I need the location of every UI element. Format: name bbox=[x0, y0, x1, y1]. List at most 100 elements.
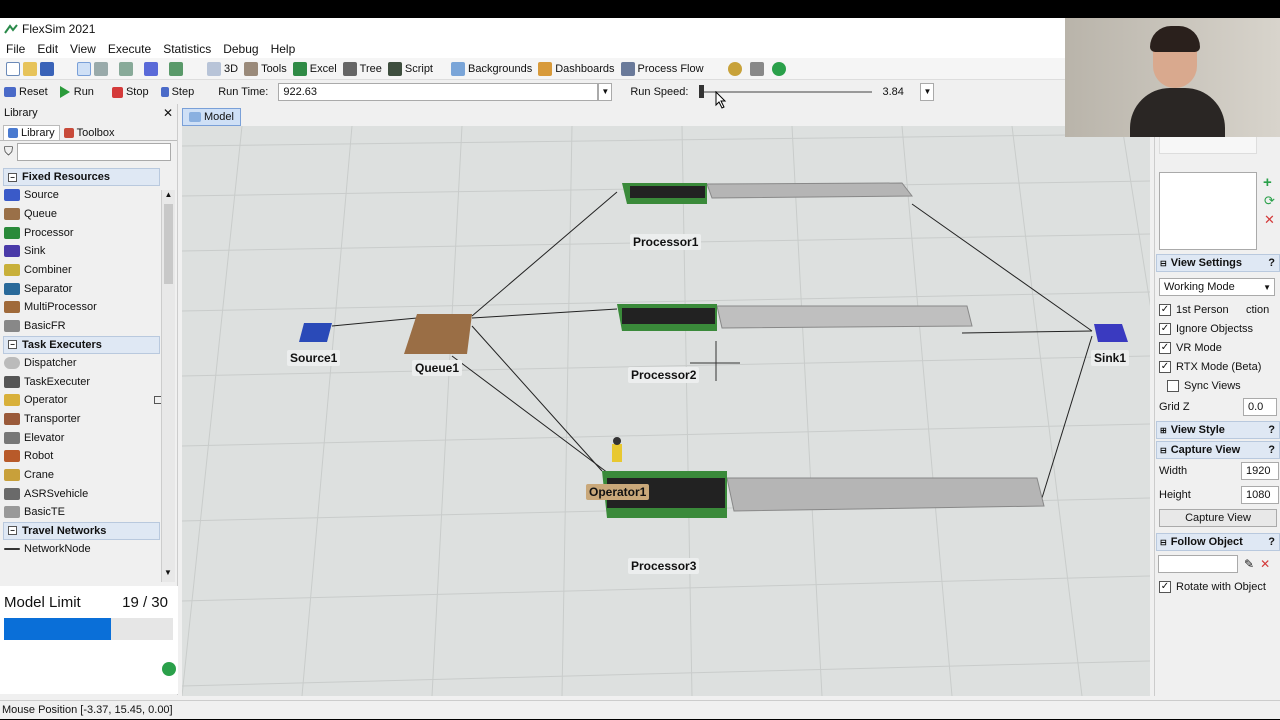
menu-statistics[interactable]: Statistics bbox=[163, 42, 212, 56]
library-item-dispatcher[interactable]: Dispatcher bbox=[0, 354, 178, 373]
color-icon[interactable] bbox=[144, 61, 158, 76]
clear-icon[interactable]: ✕ bbox=[1260, 557, 1271, 571]
working-mode-select[interactable]: Working Mode▼ bbox=[1159, 278, 1275, 296]
library-item-basicte[interactable]: BasicTE bbox=[0, 503, 178, 522]
library-item-networknode[interactable]: NetworkNode bbox=[0, 540, 178, 559]
toolbar-backgrounds[interactable]: Backgrounds bbox=[451, 61, 532, 76]
checkbox-vr-mode[interactable]: ✓VR Mode bbox=[1155, 338, 1280, 357]
model-3d-view[interactable]: Processor1 Source1 Queue1 Processor2 Sin… bbox=[182, 126, 1150, 696]
library-item-crane[interactable]: Crane bbox=[0, 466, 178, 485]
toolbar-script[interactable]: Script bbox=[387, 61, 433, 76]
menu-execute[interactable]: Execute bbox=[107, 42, 152, 56]
gear-icon[interactable] bbox=[727, 61, 742, 76]
label-processor3[interactable]: Processor3 bbox=[628, 558, 700, 574]
library-item-transporter[interactable]: Transporter bbox=[0, 410, 178, 429]
checkbox-box[interactable]: ✓ bbox=[1159, 303, 1171, 316]
section-view-settings[interactable]: ⊟View Settings? bbox=[1156, 254, 1280, 272]
connect-icon[interactable] bbox=[94, 61, 108, 76]
category-fixed-resources[interactable]: −Fixed Resources bbox=[3, 168, 160, 186]
follow-object-input[interactable] bbox=[1158, 555, 1238, 573]
toolbar-process-flow[interactable]: Process Flow bbox=[620, 61, 704, 76]
category-travel-networks[interactable]: −Travel Networks bbox=[3, 521, 160, 540]
label-processor2[interactable]: Processor2 bbox=[628, 367, 700, 383]
run-speed-slider[interactable] bbox=[699, 83, 880, 101]
library-item-basicfr[interactable]: BasicFR bbox=[0, 317, 178, 336]
tab-model[interactable]: Model bbox=[182, 108, 241, 126]
views-list[interactable] bbox=[1159, 172, 1257, 250]
library-item-taskexecuter[interactable]: TaskExecuter bbox=[0, 372, 178, 391]
section-capture-view[interactable]: ⊟Capture View? bbox=[1156, 441, 1280, 459]
library-item-separator[interactable]: Separator bbox=[0, 279, 178, 298]
menu-file[interactable]: File bbox=[6, 42, 26, 56]
toolbar-dashboards[interactable]: Dashboards bbox=[538, 61, 615, 76]
width-input[interactable]: 1920 bbox=[1241, 462, 1279, 480]
menu-edit[interactable]: Edit bbox=[37, 42, 59, 56]
tab-library[interactable]: Library bbox=[3, 125, 60, 140]
library-item-robot[interactable]: Robot bbox=[0, 447, 178, 466]
scroll-down-icon[interactable]: ▼ bbox=[164, 568, 172, 577]
label-queue1[interactable]: Queue1 bbox=[412, 360, 463, 376]
checkbox-rotate-with-object[interactable]: ✓Rotate with Object bbox=[1155, 577, 1280, 596]
label-operator1[interactable]: Operator1 bbox=[586, 484, 650, 500]
menu-debug[interactable]: Debug bbox=[223, 42, 259, 56]
checkbox-box[interactable]: ✓ bbox=[1159, 341, 1171, 354]
eyedropper-icon[interactable]: ✎ bbox=[1244, 557, 1255, 571]
reset-button[interactable]: Reset bbox=[4, 86, 48, 98]
library-item-multiprocessor[interactable]: MultiProcessor bbox=[0, 298, 178, 317]
close-icon[interactable]: ✕ bbox=[162, 106, 173, 120]
section-follow-object[interactable]: ⊟Follow Object? bbox=[1156, 533, 1280, 551]
checkbox-box[interactable]: ✓ bbox=[1159, 322, 1171, 335]
save-icon[interactable] bbox=[40, 61, 54, 76]
toolbar-tools[interactable]: Tools bbox=[244, 61, 287, 76]
help-icon[interactable]: ? bbox=[1268, 444, 1275, 456]
open-folder-icon[interactable] bbox=[23, 61, 37, 76]
library-item-sink[interactable]: Sink bbox=[0, 242, 178, 261]
checkbox-rtx-mode[interactable]: ✓RTX Mode (Beta) bbox=[1155, 357, 1280, 376]
run-button[interactable]: Run bbox=[59, 86, 94, 98]
checkbox-box[interactable] bbox=[1167, 379, 1179, 392]
library-item-processor[interactable]: Processor bbox=[0, 223, 178, 242]
category-task-executers[interactable]: −Task Executers bbox=[3, 335, 160, 354]
slider-thumb[interactable] bbox=[699, 85, 705, 98]
checkbox-sync-views[interactable]: Sync Views bbox=[1155, 376, 1280, 395]
capture-view-button[interactable]: Capture View bbox=[1159, 509, 1277, 527]
toolbar-3d[interactable]: 3D bbox=[207, 61, 238, 76]
library-filter-input[interactable] bbox=[17, 142, 172, 161]
run-time-dropdown-icon[interactable]: ▼ bbox=[598, 83, 613, 101]
scroll-thumb[interactable] bbox=[164, 204, 173, 284]
library-item-source[interactable]: Source bbox=[0, 186, 178, 205]
toolbar-tree[interactable]: Tree bbox=[342, 61, 382, 76]
select-icon[interactable] bbox=[119, 61, 133, 76]
help-icon[interactable]: ? bbox=[1268, 424, 1275, 436]
add-icon[interactable]: + bbox=[1263, 174, 1272, 191]
stop-button[interactable]: Stop bbox=[111, 86, 149, 98]
run-time-field[interactable]: 922.63 bbox=[278, 83, 599, 101]
step-button[interactable]: Step bbox=[160, 86, 194, 98]
pointer-icon[interactable] bbox=[77, 61, 91, 76]
label-sink1[interactable]: Sink1 bbox=[1091, 350, 1130, 366]
height-input[interactable]: 1080 bbox=[1241, 486, 1279, 504]
checkbox-box[interactable]: ✓ bbox=[1159, 360, 1171, 373]
section-view-style[interactable]: ⊞View Style? bbox=[1156, 421, 1280, 439]
delete-icon[interactable]: ✕ bbox=[1264, 212, 1275, 227]
menu-view[interactable]: View bbox=[70, 42, 96, 56]
run-speed-dropdown-icon[interactable]: ▼ bbox=[920, 83, 935, 101]
help-icon[interactable]: ? bbox=[1268, 257, 1275, 269]
library-item-combiner[interactable]: Combiner bbox=[0, 261, 178, 280]
library-item-queue[interactable]: Queue bbox=[0, 205, 178, 224]
label-source1[interactable]: Source1 bbox=[287, 350, 341, 366]
tab-toolbox[interactable]: Toolbox bbox=[60, 126, 119, 140]
conveyor-1[interactable] bbox=[706, 182, 914, 199]
checkbox-box[interactable]: ✓ bbox=[1159, 580, 1171, 593]
layout-icon[interactable] bbox=[749, 61, 764, 76]
scroll-up-icon[interactable]: ▲ bbox=[164, 190, 173, 199]
refresh-icon[interactable]: ⟳ bbox=[1264, 193, 1275, 208]
label-processor1[interactable]: Processor1 bbox=[630, 234, 702, 250]
library-item-asrsvehicle[interactable]: ASRSvehicle bbox=[0, 484, 178, 503]
help-icon[interactable] bbox=[771, 61, 786, 76]
view-icon[interactable] bbox=[169, 61, 183, 76]
grid-z-input[interactable]: 0.0 bbox=[1243, 398, 1277, 416]
library-scrollbar[interactable]: ▲ ▼ bbox=[161, 190, 175, 582]
